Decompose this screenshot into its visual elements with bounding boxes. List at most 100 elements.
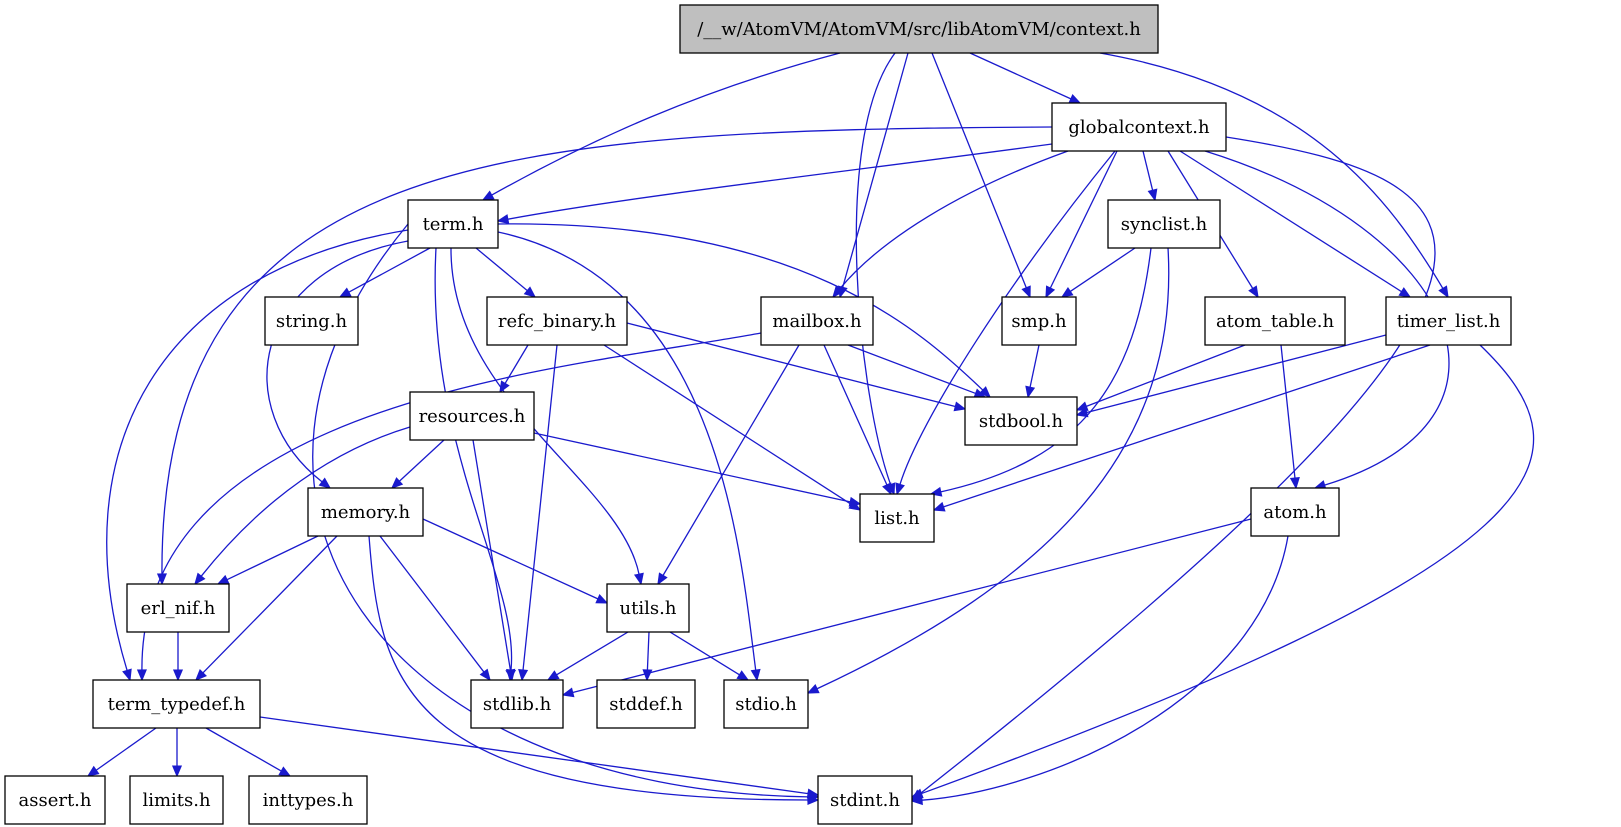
node-label: memory.h [321, 502, 411, 523]
node-stdbool[interactable]: stdbool.h [964, 396, 1078, 446]
arrowhead [1025, 385, 1036, 399]
node-box[interactable] [679, 4, 1159, 54]
edge-synclist-to-smp [1060, 247, 1136, 298]
node-list[interactable]: list.h [859, 493, 935, 543]
node-box[interactable] [486, 296, 628, 346]
node-utils[interactable]: utils.h [606, 583, 690, 633]
node-label: timer_list.h [1397, 311, 1501, 332]
node-box[interactable] [92, 679, 261, 729]
edge-line [533, 432, 851, 503]
node-box[interactable] [1385, 296, 1512, 346]
node-box[interactable] [1204, 296, 1346, 346]
node-timerlist[interactable]: timer_list.h [1385, 296, 1512, 346]
node-box[interactable] [760, 296, 874, 346]
node-term[interactable]: term.h [407, 199, 499, 249]
edge-line [522, 344, 558, 671]
edge-timerlist-to-stdint [910, 344, 1535, 799]
node-inttypes[interactable]: inttypes.h [248, 775, 368, 825]
node-smp[interactable]: smp.h [1001, 296, 1077, 346]
node-box[interactable] [859, 493, 935, 543]
node-assert[interactable]: assert.h [4, 775, 106, 825]
node-box[interactable] [248, 775, 368, 825]
node-box[interactable] [1051, 102, 1227, 152]
arrowhead [216, 574, 230, 585]
arrowhead [523, 286, 537, 298]
node-limits[interactable]: limits.h [129, 775, 224, 825]
node-label: stdint.h [830, 790, 900, 811]
arrowhead [518, 668, 529, 682]
edge-line [1099, 52, 1444, 289]
node-box[interactable] [606, 583, 690, 633]
edge-line [226, 535, 319, 581]
node-box[interactable] [4, 775, 106, 825]
node-refc[interactable]: refc_binary.h [486, 296, 628, 346]
edge-line [847, 344, 976, 395]
node-atom[interactable]: atom.h [1250, 487, 1340, 537]
node-box[interactable] [723, 679, 809, 729]
node-gctx[interactable]: globalcontext.h [1051, 102, 1227, 152]
node-box[interactable] [964, 396, 1078, 446]
edge-line [816, 247, 1170, 690]
arrowhead [736, 670, 750, 681]
node-stdint[interactable]: stdint.h [817, 775, 913, 825]
node-memory[interactable]: memory.h [307, 487, 424, 537]
arrowhead [496, 214, 510, 225]
node-atomtable[interactable]: atom_table.h [1204, 296, 1346, 346]
node-box[interactable] [1250, 487, 1340, 537]
node-label: term_typedef.h [108, 694, 246, 715]
edge-refc-to-stdbool [626, 322, 967, 412]
node-box[interactable] [409, 391, 535, 441]
arrowhead [499, 380, 510, 394]
arrowhead [642, 669, 653, 682]
arrowhead [1398, 287, 1412, 298]
edge-memory-to-utils [422, 518, 609, 604]
node-box[interactable] [1001, 296, 1077, 346]
edge-utils-to-stddef [642, 631, 653, 682]
edge-line [106, 229, 409, 671]
node-box[interactable] [596, 679, 696, 729]
node-erlnif[interactable]: erl_nif.h [126, 583, 230, 633]
arrowhead [390, 477, 404, 489]
edge-line [838, 150, 1069, 290]
node-stdio[interactable]: stdio.h [723, 679, 809, 729]
node-stdlib[interactable]: stdlib.h [470, 679, 564, 729]
node-box[interactable] [264, 296, 359, 346]
node-box[interactable] [307, 487, 424, 537]
node-termtypedef[interactable]: term_typedef.h [92, 679, 261, 729]
edge-line [1029, 344, 1040, 388]
node-string[interactable]: string.h [264, 296, 359, 346]
node-label: smp.h [1011, 311, 1067, 332]
node-label: inttypes.h [263, 790, 354, 811]
node-box[interactable] [470, 679, 564, 729]
node-label: stdio.h [735, 694, 797, 715]
node-box[interactable] [129, 775, 224, 825]
edge-line [931, 52, 1027, 288]
node-label: term.h [423, 214, 484, 235]
edge-line [312, 223, 809, 798]
edge-line [1069, 247, 1136, 292]
node-ctx[interactable]: /__w/AtomVM/AtomVM/src/libAtomVM/context… [679, 4, 1159, 54]
edge-line [95, 727, 157, 771]
node-box[interactable] [1107, 199, 1221, 249]
node-label: list.h [874, 508, 920, 529]
edge-refc-to-resources [499, 344, 529, 394]
node-box[interactable] [126, 583, 230, 633]
node-box[interactable] [407, 199, 499, 249]
node-synclist[interactable]: synclist.h [1107, 199, 1221, 249]
arrowhead [172, 669, 184, 682]
edge-line [379, 535, 485, 673]
edge-line [1142, 150, 1154, 191]
arrowhead [1021, 285, 1031, 299]
node-mailbox[interactable]: mailbox.h [760, 296, 874, 346]
edge-line [899, 150, 1116, 485]
node-stddef[interactable]: stddef.h [596, 679, 696, 729]
edge-memory-to-stdint [368, 535, 820, 806]
edge-line [450, 247, 640, 575]
edge-line [1280, 344, 1296, 479]
node-resources[interactable]: resources.h [409, 391, 535, 441]
arrowhead [122, 668, 132, 682]
arrowhead [848, 496, 862, 507]
edge-line [669, 631, 740, 676]
node-box[interactable] [817, 775, 913, 825]
edge-line [662, 344, 800, 576]
